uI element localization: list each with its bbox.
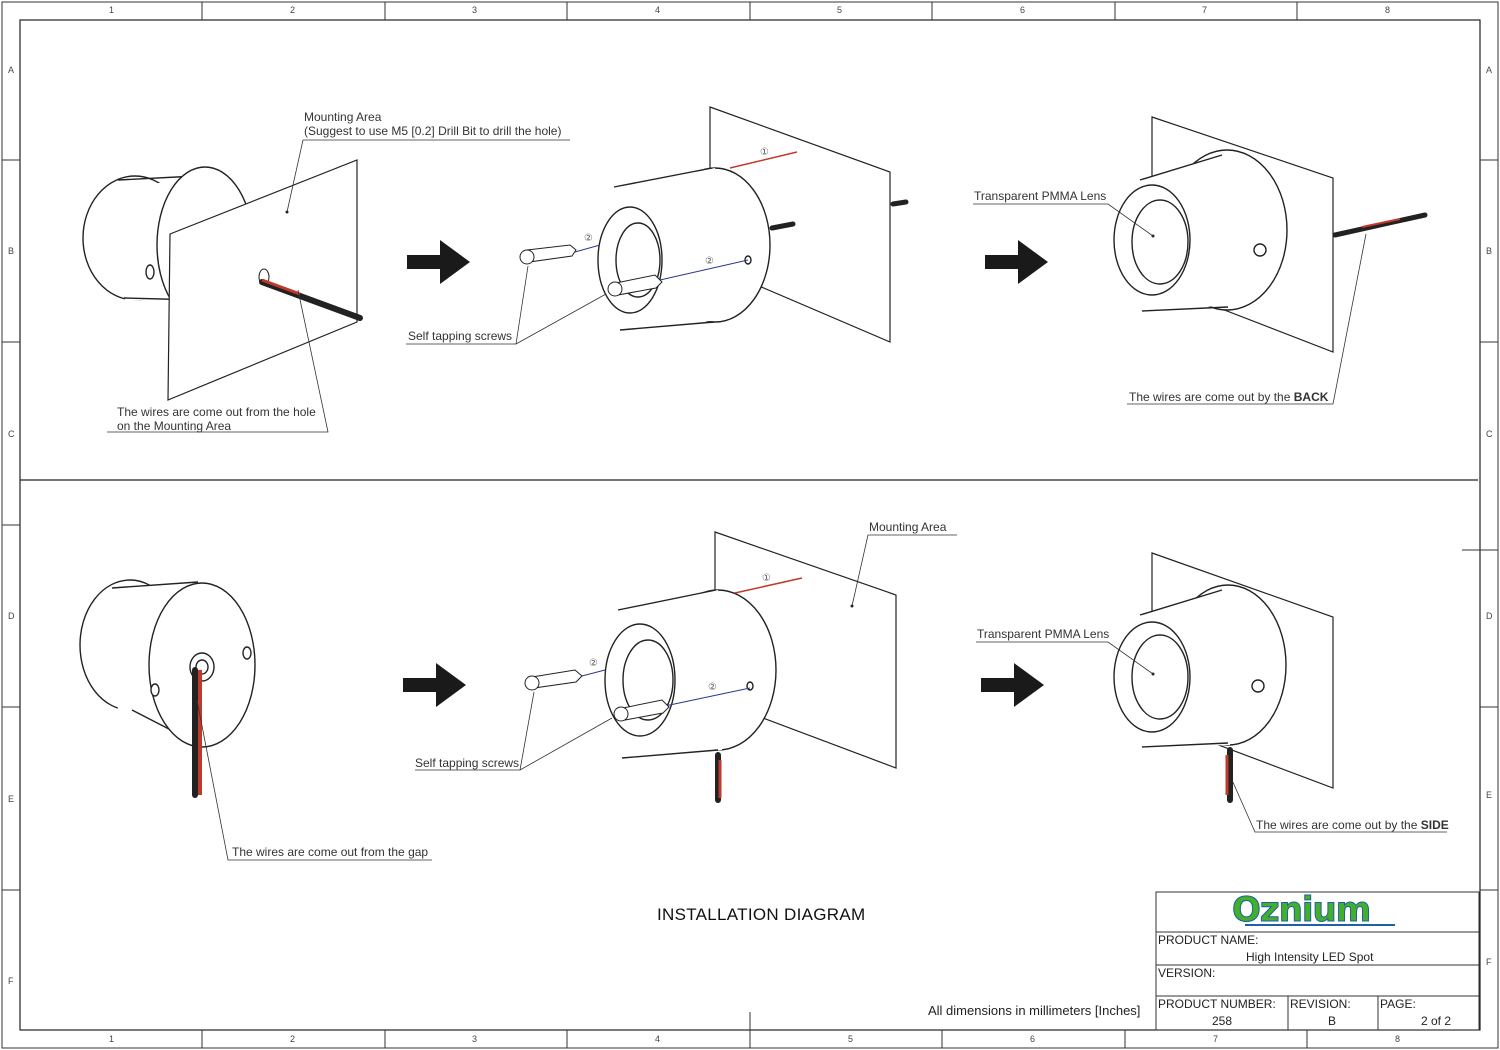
ruler-row-a: A xyxy=(8,65,15,75)
diagram-title: INSTALLATION DIAGRAM xyxy=(657,905,866,924)
step6-fixture xyxy=(1113,584,1287,748)
ruler-col-6: 6 xyxy=(1020,5,1026,15)
ruler-bottom-col-1: 1 xyxy=(109,1034,115,1044)
step5-marker-2b: ② xyxy=(708,682,717,693)
step5-marker-2a: ② xyxy=(589,658,598,669)
ruler-right-row-b: B xyxy=(1486,246,1493,256)
ruler-bottom-col-5: 5 xyxy=(848,1034,854,1044)
side-emphasis: SIDE xyxy=(1420,818,1449,832)
product-number-label: PRODUCT NUMBER: xyxy=(1158,997,1276,1011)
step3-fixture xyxy=(1113,149,1288,312)
ruler-right-row-a: A xyxy=(1486,65,1493,75)
step5-mounting-area-label: Mounting Area xyxy=(869,520,947,534)
ruler-col-8: 8 xyxy=(1385,5,1391,15)
ruler-row-b: B xyxy=(8,246,15,256)
ruler-col-2: 2 xyxy=(290,5,296,15)
step2-marker-1: ① xyxy=(760,147,769,158)
step4-fixture xyxy=(79,579,256,748)
ruler-col-5: 5 xyxy=(837,5,843,15)
ruler-col-7: 7 xyxy=(1202,5,1208,15)
ruler-right-row-e: E xyxy=(1486,790,1493,800)
revision-value: B xyxy=(1328,1014,1337,1028)
step5-fixture xyxy=(604,589,777,760)
step2-marker-2b: ② xyxy=(705,256,714,267)
step1-wire xyxy=(259,278,363,321)
version-label: VERSION: xyxy=(1158,966,1216,980)
ruler-right-row-c: C xyxy=(1486,429,1493,439)
step2-screws xyxy=(519,244,663,297)
ruler-col-4: 4 xyxy=(655,5,661,15)
arrow-step2-to-step3 xyxy=(985,240,1048,284)
ruler-bottom-col-3: 3 xyxy=(472,1034,478,1044)
ruler-row-c: C xyxy=(8,429,15,439)
step1-wires-hole-line2: on the Mounting Area xyxy=(117,419,232,433)
ruler-bottom-col-2: 2 xyxy=(290,1034,296,1044)
step3-lens-label: Transparent PMMA Lens xyxy=(974,189,1107,203)
ruler-row-d: D xyxy=(8,611,15,621)
step5-wire xyxy=(715,752,722,803)
step2-marker-2a: ② xyxy=(584,233,593,244)
arrow-step4-to-step5 xyxy=(403,663,466,707)
step4-wire xyxy=(192,667,202,798)
arrow-step1-to-step2 xyxy=(407,240,470,284)
step4-wires-gap-label: The wires are come out from the gap xyxy=(232,845,429,859)
ruler-bottom-col-4: 4 xyxy=(655,1034,661,1044)
step6-lens-label: Transparent PMMA Lens xyxy=(977,627,1110,641)
page-label: PAGE: xyxy=(1380,997,1416,1011)
step6-wires-side-label: The wires are come out by the SIDE xyxy=(1256,818,1449,832)
ruler-bottom-col-7: 7 xyxy=(1213,1034,1219,1044)
oznium-logo: Oznium xyxy=(1231,890,1371,931)
ruler-bottom-col-6: 6 xyxy=(1030,1034,1036,1044)
step3-wires-back-label: The wires are come out by the BACK xyxy=(1129,390,1329,404)
ruler-right-row-d: D xyxy=(1486,611,1493,621)
title-block xyxy=(1155,891,1480,1031)
ruler-col-1: 1 xyxy=(109,5,115,15)
step1-wires-hole-line1: The wires are come out from the hole xyxy=(117,405,316,419)
arrow-step5-to-step6 xyxy=(981,663,1044,707)
step5-screws-label: Self tapping screws xyxy=(415,756,520,770)
step6-wire xyxy=(1225,747,1233,803)
step1-mounting-area-label: Mounting Area xyxy=(304,110,382,124)
revision-label: REVISION: xyxy=(1290,997,1351,1011)
product-name-label: PRODUCT NAME: xyxy=(1158,933,1259,947)
ruler-row-e: E xyxy=(8,794,15,804)
ruler-row-f: F xyxy=(8,976,14,986)
ruler-right-row-f: F xyxy=(1486,957,1492,967)
step2-fixture xyxy=(597,167,771,331)
step5-screws xyxy=(524,669,670,722)
product-number-value: 258 xyxy=(1212,1014,1233,1028)
step3-wire xyxy=(1332,212,1428,238)
step1-drill-hint: (Suggest to use M5 [0.2] Drill Bit to dr… xyxy=(304,124,562,138)
dimensions-note: All dimensions in millimeters [Inches] xyxy=(928,1003,1141,1018)
step5-marker-1: ① xyxy=(762,573,771,584)
product-name-value: High Intensity LED Spot xyxy=(1246,950,1374,964)
ruler-col-3: 3 xyxy=(472,5,478,15)
ruler-bottom-col-8: 8 xyxy=(1395,1034,1401,1044)
back-emphasis: BACK xyxy=(1293,390,1329,404)
step2-screws-label: Self tapping screws xyxy=(408,329,513,343)
page-value: 2 of 2 xyxy=(1421,1014,1452,1028)
